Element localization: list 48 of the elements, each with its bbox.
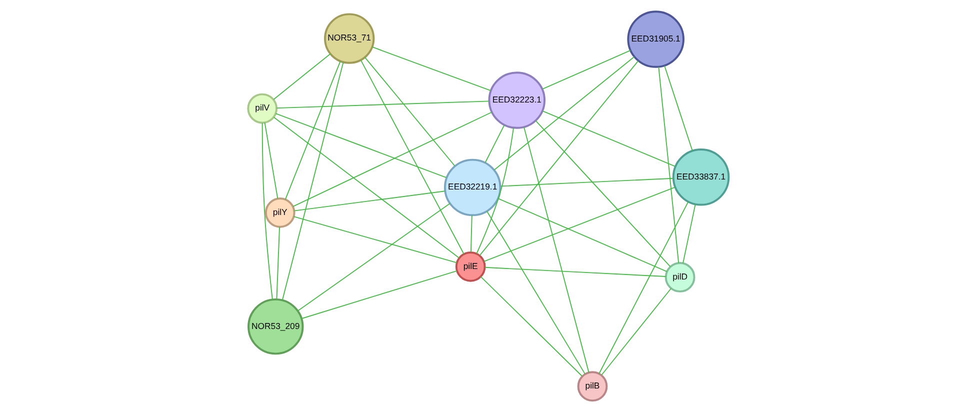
node-circle: pilD [664,262,695,292]
connector [292,112,492,207]
connector [483,186,675,262]
node-circle: EED32223.1 [488,72,545,129]
connector [261,122,272,300]
connector [284,60,340,200]
node-circle: EED31905.1 [626,10,684,68]
node-circle: pilB [576,371,608,402]
connector [360,60,464,255]
connector [476,128,514,254]
connector [300,270,457,320]
connector [682,204,696,264]
connector [264,122,278,199]
connector [272,53,330,100]
connector [500,178,674,187]
connector [296,203,450,312]
connector [371,46,491,92]
connector [497,198,667,272]
connector [534,120,670,268]
connector [480,276,582,377]
connector [272,116,460,258]
node-circle: EED32219.1 [443,158,501,216]
node-circle: EED33837.1 [672,148,730,206]
connector [274,113,446,178]
connector [484,266,666,277]
connector [664,65,692,152]
connector [364,56,455,166]
connector [478,60,638,256]
connector [598,201,688,374]
connector [542,110,675,167]
connector [541,50,630,90]
connector [293,190,445,212]
connector [484,124,504,163]
connector [281,62,344,301]
connector [470,214,472,253]
connector [276,226,280,300]
connector [493,56,634,170]
connector [600,288,671,376]
connector [276,100,490,109]
node-circle: pilV [246,93,278,124]
connector [658,66,679,264]
node-circle: NOR53_71 [324,13,374,64]
node-circle: pilY [264,198,295,228]
connector [523,126,589,373]
connector [292,216,457,264]
node-circle: NOR53_209 [247,298,304,355]
node-circle: pilE [454,251,486,282]
connector [486,210,586,375]
